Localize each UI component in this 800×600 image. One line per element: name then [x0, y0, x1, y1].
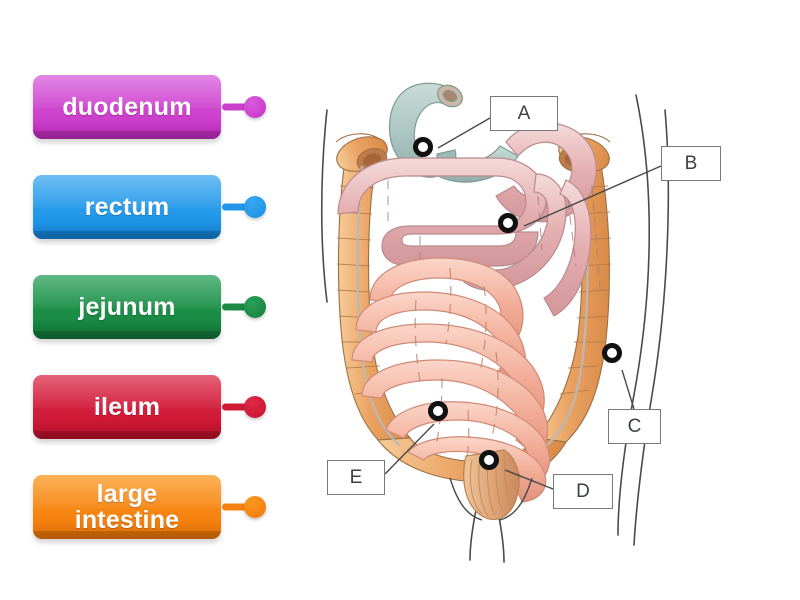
- label-chip-text: rectum: [84, 192, 170, 221]
- intestine-illustration: [320, 82, 670, 563]
- label-chip-jejunum[interactable]: jejunum: [33, 275, 221, 339]
- drop-target-marker-C[interactable]: [602, 343, 622, 363]
- label-chip-ileum[interactable]: ileum: [33, 375, 221, 439]
- callout-box-A[interactable]: A: [490, 96, 558, 131]
- callout-letter: D: [576, 480, 590, 502]
- label-chip-rectum[interactable]: rectum: [33, 175, 221, 239]
- label-chip-text: jejunum: [78, 292, 176, 321]
- callout-letter: C: [627, 415, 642, 437]
- callout-box-B[interactable]: B: [661, 146, 721, 181]
- diagram-panel: A B C D E: [300, 0, 800, 600]
- connector-stem: [222, 403, 248, 411]
- label-row-ileum: ileum: [0, 367, 270, 447]
- label-chip-large-intestine[interactable]: large intestine: [33, 475, 221, 539]
- connector-knob[interactable]: [244, 496, 266, 518]
- label-connector-rectum[interactable]: [222, 196, 266, 218]
- connector-stem: [222, 303, 248, 311]
- label-chip-text: duodenum: [62, 92, 192, 121]
- label-row-large-intestine: large intestine: [0, 467, 270, 547]
- label-row-rectum: rectum: [0, 167, 270, 247]
- callout-letter: A: [517, 102, 531, 124]
- label-connector-duodenum[interactable]: [222, 96, 266, 118]
- drop-target-marker-B[interactable]: [498, 213, 518, 233]
- label-row-jejunum: jejunum: [0, 267, 270, 347]
- label-connector-large-intestine[interactable]: [222, 496, 266, 518]
- callout-letter: B: [684, 152, 698, 174]
- callout-box-E[interactable]: E: [327, 460, 385, 495]
- label-chip-text: large intestine: [74, 479, 180, 534]
- drop-target-marker-A[interactable]: [413, 137, 433, 157]
- connector-knob[interactable]: [244, 396, 266, 418]
- label-connector-ileum[interactable]: [222, 396, 266, 418]
- connector-knob[interactable]: [244, 196, 266, 218]
- drop-target-marker-E[interactable]: [428, 401, 448, 421]
- callout-box-D[interactable]: D: [553, 474, 613, 509]
- label-row-duodenum: duodenum: [0, 67, 270, 147]
- label-chip-text: ileum: [93, 392, 161, 421]
- label-chip-list: duodenum rectum jejunum ileum large intestin…: [0, 0, 300, 600]
- connector-stem: [222, 503, 248, 511]
- drop-target-marker-D[interactable]: [479, 450, 499, 470]
- label-chip-duodenum[interactable]: duodenum: [33, 75, 221, 139]
- connector-knob[interactable]: [244, 96, 266, 118]
- label-connector-jejunum[interactable]: [222, 296, 266, 318]
- connector-knob[interactable]: [244, 296, 266, 318]
- connector-stem: [222, 203, 248, 211]
- connector-stem: [222, 103, 248, 111]
- callout-box-C[interactable]: C: [608, 409, 661, 444]
- leader-lines: [384, 117, 662, 490]
- callout-letter: E: [349, 466, 363, 488]
